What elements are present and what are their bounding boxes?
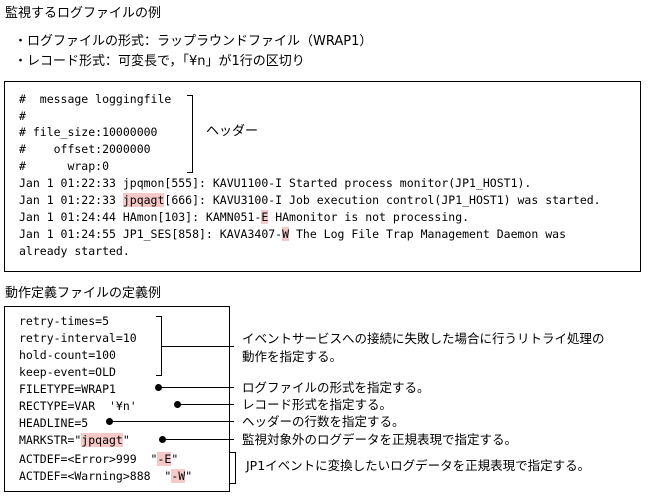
section-title-logfile-example: 監視するログファイルの例 xyxy=(5,6,162,21)
actdef-bracket-top xyxy=(230,452,236,453)
filetype-pointer-dot xyxy=(155,384,162,391)
annotation-rectype: レコード形式を指定する。 xyxy=(242,397,393,412)
annotation-actdef: JP1イベントに変換したいログデータを正規表現で指定する。 xyxy=(246,458,591,473)
def-retry-times: retry-times=5 xyxy=(19,314,110,328)
log-line-4-highlight: W xyxy=(282,227,290,241)
log-header-line-5: # wrap:0 xyxy=(19,159,110,173)
def-rectype: RECTYPE=VAR '¥n' xyxy=(19,399,137,413)
markstr-pointer-dot xyxy=(159,436,166,443)
log-header-line-3: # file_size:10000000 xyxy=(19,125,158,139)
log-line-3: Jan 1 01:24:44 HAmon[103]: KAMN051-E HAm… xyxy=(19,210,470,224)
def-hold-count: hold-count=100 xyxy=(19,348,116,362)
header-bracket-top xyxy=(187,95,193,96)
log-line-1: Jan 1 01:22:33 jpqmon[555]: KAVU1100-I S… xyxy=(19,176,532,190)
log-header-line-1: # message loggingfile xyxy=(19,92,172,106)
markstr-connector xyxy=(164,439,234,440)
header-label: ヘッダー xyxy=(206,124,259,139)
annotation-markstr: 監視対象外のログデータを正規表現で指定する。 xyxy=(242,432,518,447)
log-line-5: already started. xyxy=(19,244,130,258)
def-retry-interval: retry-interval=10 xyxy=(19,331,137,345)
log-line-3-highlight: E xyxy=(261,210,269,224)
log-header-line-4: # offset:2000000 xyxy=(19,142,151,156)
log-header-line-2: # xyxy=(19,109,26,123)
annotation-retry: イベントサービスへの接続に失敗した場合に行うリトライ処理の xyxy=(242,331,605,346)
actdef-bracket-vertical xyxy=(235,452,236,484)
rectype-connector xyxy=(179,404,234,405)
def-actdef-warning-highlight: -W xyxy=(171,469,186,483)
definition-example-box xyxy=(4,306,230,492)
retry-bracket-bottom xyxy=(156,375,162,376)
header-bracket-vertical xyxy=(192,95,193,173)
header-bracket-bottom xyxy=(187,172,193,173)
def-actdef-error: ACTDEF=<Error>999 "-E" xyxy=(19,452,179,466)
headline-connector xyxy=(111,421,234,422)
annotation-retry-2: 動作を指定する。 xyxy=(242,349,343,364)
headline-pointer-dot xyxy=(106,418,113,425)
def-markstr-highlight: jpqagt xyxy=(81,433,123,447)
filetype-connector xyxy=(160,387,234,388)
def-filetype: FILETYPE=WRAP1 xyxy=(19,382,116,396)
def-markstr: MARKSTR="jpqagt" xyxy=(19,433,130,447)
log-line-2-highlight: jpqagt xyxy=(122,193,165,207)
rectype-pointer-dot xyxy=(174,401,181,408)
def-headline: HEADLINE=5 xyxy=(19,416,89,430)
log-line-4: Jan 1 01:24:55 JP1_SES[858]: KAVA3407-W … xyxy=(19,227,566,241)
annotation-filetype: ログファイルの形式を指定する。 xyxy=(242,380,430,395)
log-line-2: Jan 1 01:22:33 jpqagt[666]: KAVU3100-I J… xyxy=(19,193,601,207)
def-actdef-error-highlight: -E xyxy=(157,452,172,466)
retry-connector xyxy=(161,346,234,347)
annotation-headline: ヘッダーの行数を指定する。 xyxy=(242,414,405,429)
def-keep-event: keep-event=OLD xyxy=(19,365,116,379)
logfile-example-box xyxy=(4,81,641,272)
bullet-record-format: ・レコード形式：可変長で，「¥n」が1行の区切り xyxy=(14,54,305,69)
def-actdef-warning: ACTDEF=<Warning>888 "-W" xyxy=(19,469,193,483)
actdef-bracket-bottom xyxy=(230,483,236,484)
section-title-definition-example: 動作定義ファイルの定義例 xyxy=(5,286,162,301)
bullet-logfile-format: ・ログファイルの形式：ラップラウンドファイル（WRAP1） xyxy=(14,34,373,49)
retry-bracket-top xyxy=(156,316,162,317)
